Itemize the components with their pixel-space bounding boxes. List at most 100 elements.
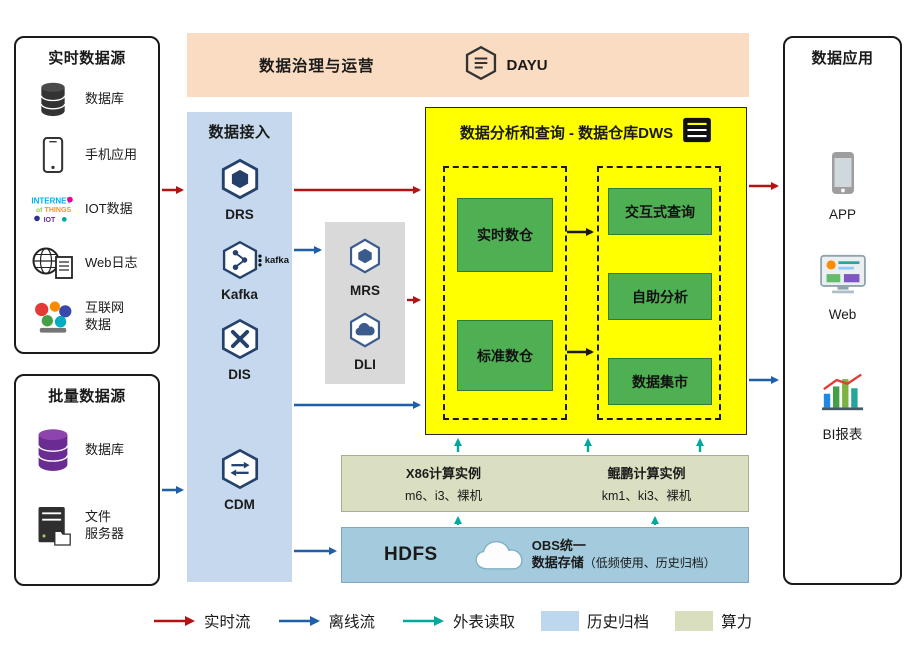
dws-node-label: 标准数仓 (477, 347, 533, 364)
legend-label: 算力 (721, 614, 753, 631)
applications-panel: 数据应用 APP (783, 36, 902, 585)
compute-kunpeng-title: 鲲鹏计算实例 (607, 466, 686, 481)
legend-offline-flow: 离线流 (277, 610, 376, 632)
web-log-icon (28, 245, 78, 281)
legend-offline-arrow-icon (278, 616, 320, 626)
source-item-label: 数据库 (85, 441, 125, 457)
ingestion-panel: 数据接入 DRS (187, 112, 292, 582)
ingestion-item-label: DIS (228, 367, 251, 382)
svg-text:IOT: IOT (44, 217, 56, 224)
ingestion-item-cdm: CDM (187, 448, 292, 512)
database-purple-icon (28, 427, 78, 473)
dis-icon (219, 318, 261, 364)
processing-item-label: MRS (350, 283, 380, 298)
source-item-weblog: Web日志 (28, 240, 138, 286)
dws-node-self-analysis: 自助分析 (608, 273, 712, 320)
svg-text:THINGS: THINGS (45, 207, 72, 214)
legend-label: 外表读取 (453, 614, 516, 631)
legend-realtime-flow: 实时流 (152, 610, 251, 632)
app-icon (830, 152, 856, 200)
app-item-bi: BI报表 (785, 370, 900, 443)
processing-item-dli: DLI (325, 312, 405, 372)
processing-panel: MRS DLI (325, 222, 405, 384)
legend-realtime-arrow-icon (154, 616, 195, 626)
compute-kunpeng: 鲲鹏计算实例 km1、ki3、裸机 (545, 456, 748, 511)
compute-x86-specs: m6、i3、裸机 (404, 489, 483, 503)
dws-node-label: 实时数仓 (477, 227, 533, 243)
source-item-database-batch: 数据库 (28, 422, 124, 478)
dws-node-realtime-warehouse: 实时数仓 (457, 198, 553, 272)
app-item-label: APP (828, 207, 856, 222)
source-item-fileserver: 文件 服务器 (28, 498, 124, 554)
applications-title: 数据应用 (811, 50, 874, 67)
app-item-label: BI报表 (822, 427, 863, 442)
drs-icon (219, 158, 261, 204)
source-item-label: 手机应用 (85, 146, 138, 162)
ingestion-item-label: CDM (224, 497, 255, 512)
obs-label: 数据存储 (531, 555, 584, 570)
database-icon (28, 81, 78, 117)
ingestion-item-label: DRS (225, 207, 254, 222)
dws-warehouse-group: 实时数仓 标准数仓 (443, 166, 567, 420)
iot-icon: INTERNET of THINGS IOT (28, 193, 78, 225)
obs-cloud-icon (474, 539, 524, 572)
governance-banner: 数据治理与运营 DAYU (187, 33, 749, 97)
svg-text:of: of (36, 207, 43, 214)
dws-doc-icon (682, 117, 712, 148)
source-item-internet: 互联网 数据 (28, 294, 124, 340)
obs-text: OBS统一 数据存储（低频使用、历史归档） (532, 538, 716, 572)
realtime-sources-panel: 实时数据源 数据库 手机应用 (14, 36, 160, 354)
dws-node-data-mart: 数据集市 (608, 358, 712, 405)
dws-node-label: 自助分析 (632, 288, 688, 305)
source-item-label: IOT数据 (85, 200, 133, 216)
source-item-database: 数据库 (28, 76, 124, 122)
svg-text:INTERNET: INTERNET (31, 196, 71, 205)
legend-archive-swatch (541, 611, 580, 631)
hdfs-label: HDFS (384, 544, 438, 565)
dws-panel: 数据分析和查询 - 数据仓库DWS 实时数仓 标准数仓 交互式查询 (425, 107, 747, 435)
kafka-icon (220, 240, 260, 284)
kafka-wordmark-label: kafka (264, 255, 289, 266)
batch-sources-title: 批量数据源 (48, 388, 126, 405)
batch-sources-panel: 批量数据源 数据库 (14, 374, 160, 586)
legend-label: 实时流 (204, 614, 251, 631)
source-item-label: 互联网 数据 (85, 300, 125, 332)
realtime-sources-title: 实时数据源 (48, 50, 126, 67)
source-item-mobile: 手机应用 (28, 132, 137, 178)
dws-node-label: 交互式查询 (625, 203, 695, 220)
compute-x86-title: X86计算实例 (405, 466, 482, 481)
compute-panel: X86计算实例 m6、i3、裸机 鲲鹏计算实例 km1、ki3、裸机 (341, 455, 749, 512)
legend-external-read: 外表读取 (401, 610, 515, 632)
dws-title: 数据分析和查询 - 数据仓库DWS (459, 125, 674, 142)
bi-report-icon (820, 373, 866, 416)
internet-data-icon (28, 300, 78, 334)
processing-item-label: DLI (354, 357, 376, 372)
obs-label-line1: OBS统一 (531, 538, 586, 554)
dws-node-interactive-query: 交互式查询 (608, 188, 712, 235)
obs-label-line2: 数据存储（低频使用、历史归档） (532, 555, 716, 572)
web-icon (819, 254, 867, 300)
ingestion-title: 数据接入 (208, 124, 271, 141)
governance-title: 数据治理与运营 (259, 58, 375, 75)
legend: 实时流 离线流 外表读取 历史归档 算力 (152, 610, 752, 632)
compute-x86: X86计算实例 m6、i3、裸机 (342, 456, 545, 511)
legend-label: 离线流 (328, 614, 376, 631)
compute-kunpeng-specs: km1、ki3、裸机 (601, 489, 692, 503)
source-item-iot: INTERNET of THINGS IOT IOT数据 (28, 186, 133, 232)
legend-compute-swatch (675, 611, 714, 631)
dli-icon (347, 312, 383, 352)
cdm-icon (219, 448, 261, 494)
legend-compute-power: 算力 (675, 610, 752, 632)
dayu-label: DAYU (506, 56, 548, 74)
file-server-icon (28, 505, 78, 547)
kafka-logo-mark (258, 254, 262, 267)
ingestion-item-label: Kafka (221, 287, 258, 302)
app-item-app: APP (785, 150, 900, 222)
dws-node-label: 数据集市 (632, 373, 688, 390)
kafka-wordmark: kafka (256, 254, 289, 267)
dayu-icon (463, 45, 499, 86)
source-item-label: 文件 服务器 (85, 509, 125, 541)
legend-label: 历史归档 (587, 614, 650, 631)
mobile-icon (28, 136, 78, 174)
